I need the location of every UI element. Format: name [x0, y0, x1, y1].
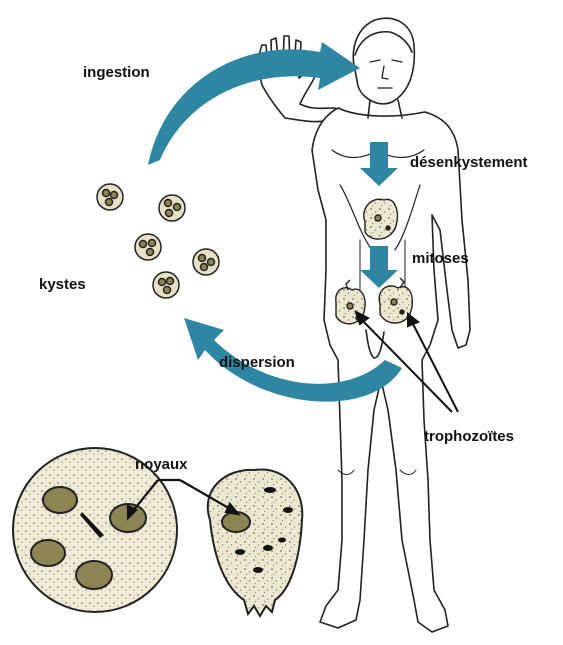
label-mitoses: mitoses [412, 250, 469, 267]
label-ingestion: ingestion [83, 64, 150, 81]
cyst [135, 234, 161, 260]
cyst [159, 195, 185, 221]
enlarged-trophozoite [208, 470, 303, 616]
cyst [97, 184, 123, 210]
label-noyaux: noyaux [135, 456, 188, 473]
label-trophozoites: trophozoïtes [424, 428, 514, 445]
cyst-group [97, 184, 219, 298]
cyst [153, 272, 179, 298]
cyst [193, 249, 219, 275]
label-kystes: kystes [39, 276, 86, 293]
label-desenkystement: désenkystement [410, 154, 528, 171]
label-dispersion: dispersion [219, 354, 295, 371]
trophozoite-belly [364, 199, 398, 239]
